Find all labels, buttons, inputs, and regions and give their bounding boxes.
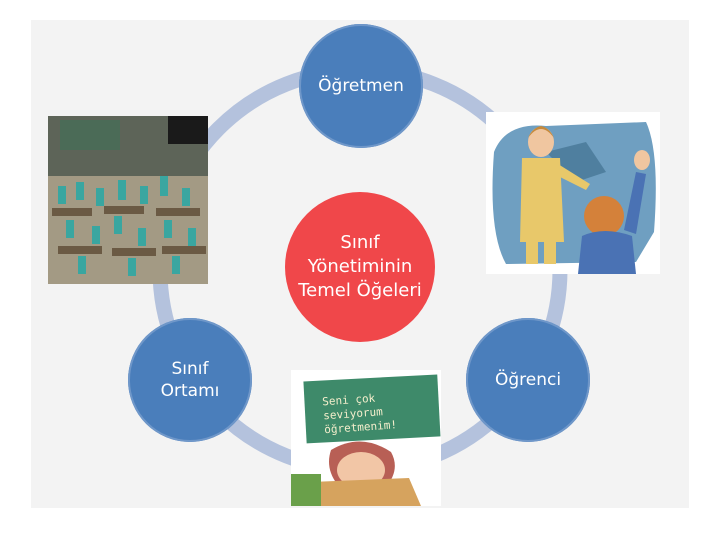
chalkboard-child-illustration-icon: Seni çok seviyorum öğretmenim! [291,370,441,506]
node-teacher: Öğretmen [299,24,423,148]
svg-text:Seni çok: Seni çok [322,392,376,409]
classroom-photo [48,116,208,284]
node-environment: Sınıf Ortamı [128,318,252,442]
node-student: Öğrenci [466,318,590,442]
center-node-label: Sınıf Yönetiminin Temel Öğeleri [298,231,422,302]
svg-text:seviyorum: seviyorum [323,405,384,422]
node-environment-label: Sınıf Ortamı [160,358,220,401]
node-student-label: Öğrenci [494,369,562,390]
node-teacher-label: Öğretmen [318,75,404,96]
svg-text:öğretmenim!: öğretmenim! [324,418,398,436]
center-node: Sınıf Yönetiminin Temel Öğeleri [285,192,435,342]
teacher-pointing-illustration-icon [486,112,660,274]
chalkboard-clipart: Seni çok seviyorum öğretmenim! [291,370,441,506]
teacher-student-clipart [486,112,660,274]
classroom-illustration-icon [48,116,208,284]
